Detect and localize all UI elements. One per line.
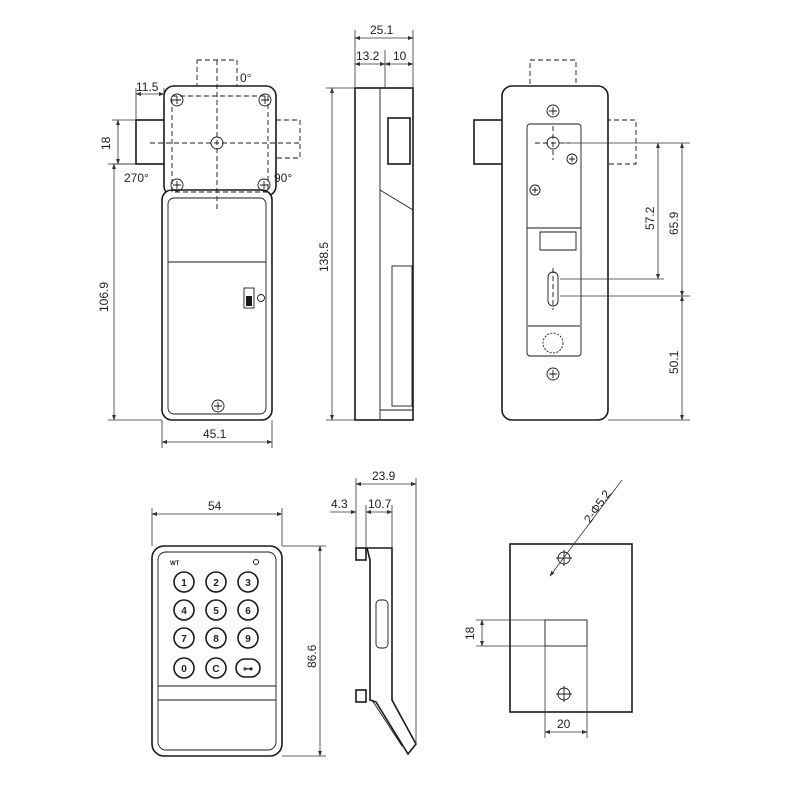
back-latch-step bbox=[527, 227, 581, 251]
key-label: 7 bbox=[181, 634, 187, 645]
back-latch-frame bbox=[526, 123, 582, 357]
cutout-slot bbox=[544, 619, 588, 647]
key-label: 2 bbox=[213, 578, 219, 589]
dim-keypad-height: 86.6 bbox=[305, 644, 319, 668]
angle-label-270: 270° bbox=[124, 171, 149, 185]
side-tab-top bbox=[355, 547, 367, 561]
dim-cam-height: 18 bbox=[99, 136, 113, 150]
back-plate bbox=[501, 85, 609, 421]
dim-a: 57.2 bbox=[643, 206, 657, 230]
cutout-panel bbox=[509, 543, 633, 713]
key-label: 3 bbox=[245, 578, 251, 589]
key-unlock: ⊶ bbox=[235, 658, 261, 678]
angle-label-90: 90° bbox=[274, 171, 292, 185]
screw-icon bbox=[546, 104, 560, 118]
lock-body bbox=[161, 189, 273, 421]
keypad-side-view: 23.9 4.3 10.7 bbox=[330, 469, 417, 756]
side-body bbox=[354, 87, 414, 421]
dim-slot-width: 20 bbox=[557, 717, 571, 731]
key-label: 0 bbox=[181, 664, 187, 675]
screw-icon bbox=[257, 178, 271, 192]
side-tab-bottom bbox=[355, 689, 367, 703]
screw-icon bbox=[566, 153, 578, 165]
key-0: 0 bbox=[173, 657, 195, 679]
back-cam-right-dashed bbox=[605, 119, 637, 165]
side-slot bbox=[375, 599, 389, 649]
front-view: 0° 270° 90° 11.5 18 106.9 45.1 bbox=[97, 59, 301, 448]
dim-slot-height: 18 bbox=[463, 626, 477, 640]
key-label: 9 bbox=[245, 634, 251, 645]
switch-icon bbox=[243, 287, 265, 309]
dim-depth-a: 13.2 bbox=[356, 49, 380, 63]
key-3: 3 bbox=[237, 571, 259, 593]
cutout-view: 2-Φ5.2 18 20 bbox=[463, 479, 633, 738]
key-icon: ⊶ bbox=[243, 664, 253, 675]
side-bolt bbox=[391, 265, 413, 407]
dim-cam-offset: 11.5 bbox=[136, 80, 159, 94]
led-icon bbox=[253, 559, 259, 565]
key-label: C bbox=[212, 664, 219, 675]
dim-keypad-width: 54 bbox=[208, 499, 222, 513]
side-view: 25.1 13.2 10 138.5 bbox=[317, 23, 414, 421]
key-6: 6 bbox=[237, 599, 259, 621]
crosshair-icon bbox=[556, 686, 572, 702]
screw-icon bbox=[170, 178, 184, 192]
angle-label-0: 0° bbox=[240, 71, 252, 85]
key-label: 5 bbox=[213, 606, 219, 617]
screw-icon bbox=[258, 93, 272, 107]
key-4: 4 bbox=[173, 599, 195, 621]
keypad-face bbox=[157, 551, 277, 751]
dim-c: 50.1 bbox=[667, 350, 681, 374]
key-label: 4 bbox=[181, 606, 187, 617]
key-label: 6 bbox=[245, 606, 251, 617]
crosshair-icon bbox=[535, 126, 570, 160]
key-5: 5 bbox=[205, 599, 227, 621]
key-label: 1 bbox=[181, 578, 187, 589]
dim-depth-b: 10 bbox=[393, 49, 407, 63]
key-9: 9 bbox=[237, 627, 259, 649]
back-view: 57.2 65.9 50.1 bbox=[473, 59, 690, 421]
keypad-side-body bbox=[365, 547, 417, 756]
side-cam bbox=[387, 117, 411, 165]
gear-icon bbox=[542, 332, 564, 354]
crosshair-icon bbox=[150, 60, 300, 210]
key-clear: C bbox=[205, 657, 227, 679]
cam-left bbox=[135, 119, 167, 165]
key-label: 8 bbox=[213, 634, 219, 645]
dim-side-a: 4.3 bbox=[331, 497, 348, 511]
screw-icon bbox=[211, 399, 225, 413]
keypad-view: WT 1 2 3 4 5 6 7 bbox=[151, 499, 326, 757]
screw-icon bbox=[546, 367, 560, 381]
brand-label: WT bbox=[170, 561, 180, 567]
key-1: 1 bbox=[173, 571, 195, 593]
dim-side-overall: 23.9 bbox=[372, 469, 396, 483]
dim-overall-depth: 25.1 bbox=[370, 23, 394, 37]
dim-body-height: 106.9 bbox=[97, 282, 111, 312]
screw-icon bbox=[529, 184, 541, 196]
side-profile-lines bbox=[379, 189, 414, 420]
screw-icon bbox=[170, 93, 184, 107]
back-cam-left bbox=[473, 119, 505, 165]
dim-leader-holes bbox=[549, 479, 623, 577]
key-7: 7 bbox=[173, 627, 195, 649]
key-2: 2 bbox=[205, 571, 227, 593]
dim-side-b: 10.7 bbox=[368, 497, 392, 511]
dim-overall-height: 138.5 bbox=[317, 242, 331, 272]
head-dashed-square bbox=[171, 95, 269, 193]
keypad-body bbox=[151, 545, 283, 757]
dim-body-width: 45.1 bbox=[203, 427, 227, 441]
dim-holes: 2-Φ5.2 bbox=[581, 487, 614, 526]
key-8: 8 bbox=[205, 627, 227, 649]
dim-b: 65.9 bbox=[667, 211, 681, 235]
